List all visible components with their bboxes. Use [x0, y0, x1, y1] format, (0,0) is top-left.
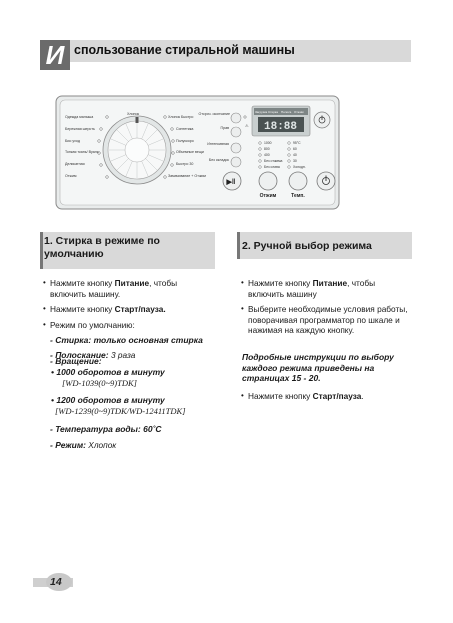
default-spin-1200: • 1200 оборотов в минуту	[51, 395, 165, 405]
dial-label-right-2: Синтетика	[176, 127, 193, 131]
option-label-intensive: Интенсивная	[207, 142, 229, 146]
temp-option-1: 95°C	[293, 141, 301, 145]
display-tab-spin: Отжим	[294, 110, 304, 114]
display-tab-rinse: Полоск.	[281, 110, 292, 114]
temp-option-5: Холодн.	[293, 165, 306, 169]
intensive-button[interactable]	[230, 142, 242, 154]
display-tab-load: Загрузка	[255, 110, 267, 114]
program-dial[interactable]	[102, 115, 172, 185]
temp-button[interactable]	[288, 171, 308, 191]
dial-label-right-6: Замачивание + Отжим	[168, 174, 206, 178]
spin-button[interactable]	[258, 171, 278, 191]
section1-title: 1. Стирка в режиме по умолчанию	[44, 235, 160, 260]
dial-label-right-1: Хлопок Быстро	[168, 115, 193, 119]
dial-label-left-5: Деликатная	[65, 162, 85, 166]
option-label-prewash: Прав	[221, 126, 230, 130]
spin-button-label: Отжим	[260, 193, 277, 199]
temp-option-3: 40	[293, 153, 297, 157]
page-title: спользование стиральной машины	[74, 43, 295, 57]
section1-step-start: Нажмите кнопку Старт/пауза.	[43, 304, 210, 315]
crease-care-button[interactable]	[230, 156, 242, 168]
dial-label-right-4: Объемные вещи	[176, 150, 204, 154]
header-initial: И	[40, 40, 70, 70]
child-lock-icon: ⚠	[245, 123, 249, 128]
display-digits: 18:88	[264, 121, 297, 133]
section1-header	[40, 232, 215, 269]
section1-step-power: Нажмите кнопку Питание, чтобы включить м…	[43, 278, 210, 299]
default-mode: - Режим: Хлопок	[50, 440, 117, 450]
dial-label-right-3: Полускоро	[176, 139, 194, 143]
delay-button[interactable]	[230, 112, 242, 124]
section2-step-start: Нажмите кнопку Старт/пауза.	[241, 391, 408, 402]
dial-label-left-1: Одежда малыша	[65, 115, 93, 119]
power-button[interactable]	[313, 111, 331, 129]
section2-title: 2. Ручной выбор режима	[242, 240, 372, 252]
model-1200: [WD-1239(0~9)TDK/WD-12411TDK]	[55, 406, 186, 416]
spin-option-4: Без отжима	[264, 159, 283, 163]
default-spin: - Вращение:	[50, 356, 102, 366]
display-tab-wash: Стирка	[268, 110, 278, 114]
svg-text:▶ǁ: ▶ǁ	[226, 179, 236, 186]
model-1000: [WD-1039(0~9)TDK]	[62, 378, 137, 388]
section2-step-power: Нажмите кнопку Питание, чтобы включить м…	[241, 278, 408, 299]
section2-note: Подробные инструкции по выбору каждого р…	[242, 352, 394, 383]
prewash-button[interactable]	[230, 126, 242, 138]
page-number-badge	[46, 573, 72, 591]
dial-label-left-4: Тонкая ткань/ Вуаль	[65, 150, 99, 154]
default-wash: - Стирка: только основная стирка	[50, 335, 203, 345]
dial-label-right-5: Быстро 30	[176, 162, 193, 166]
spin-option-3: 400	[264, 153, 270, 157]
power-bottom-button[interactable]	[316, 171, 336, 191]
default-spin-1000: • 1000 оборотов в минуту	[51, 367, 165, 377]
default-rinse: - Полоскание: 3 раза	[50, 350, 136, 360]
temp-button-label: Темп.	[291, 193, 305, 199]
option-label-delay: Отсроч. окончание	[199, 112, 230, 116]
header-bar	[40, 40, 411, 62]
section2-step-select: Выберите необходимые условия работы, пов…	[241, 304, 411, 336]
start-pause-button[interactable]: ▶ǁ	[222, 171, 242, 191]
default-temperature: - Температура воды: 60˚C	[50, 424, 162, 434]
section2-header	[237, 232, 412, 259]
dial-label-top: Хлопок	[127, 112, 139, 116]
option-label-crease: Без складок	[209, 158, 230, 162]
spin-option-2: 800	[264, 147, 270, 151]
page-number: 14	[50, 576, 62, 588]
temp-option-2: 60	[293, 147, 297, 151]
control-panel-illustration: Одежда малыша Бережная шерсть Био уход Т…	[55, 95, 340, 210]
dial-label-left-2: Бережная шерсть	[65, 127, 95, 131]
temp-option-4: 30	[293, 159, 297, 163]
spin-option-1: 1000	[264, 141, 272, 145]
dial-label-left-6: Отжим	[65, 174, 77, 178]
dial-label-left-3: Био уход	[65, 139, 81, 143]
section1-default-mode: Режим по умолчанию:	[43, 320, 210, 331]
spin-option-5: Без слива	[264, 165, 280, 169]
